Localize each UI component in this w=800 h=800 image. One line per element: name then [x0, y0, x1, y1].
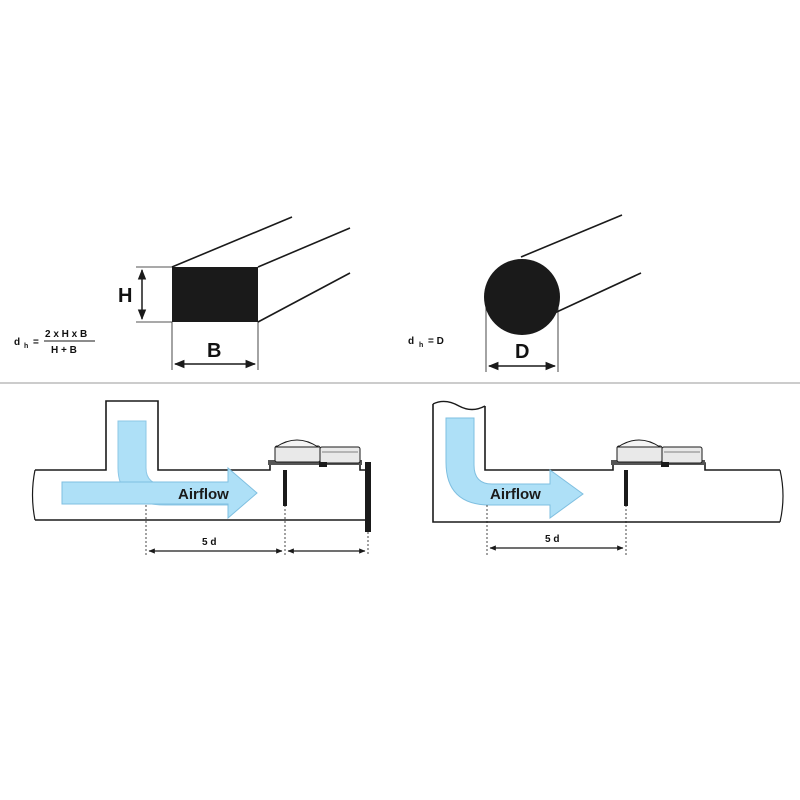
formula-subscript-h: h — [419, 342, 423, 349]
width-label: B — [207, 340, 221, 362]
rectangular-duct-section — [172, 267, 258, 322]
right-distance-label: 5 d — [545, 534, 559, 545]
right-installation: Airflow 5 d — [432, 400, 784, 555]
formula-subscript-h: h — [24, 343, 28, 350]
duct-end-flange — [365, 462, 371, 532]
round-hydraulic-diameter-formula: d h = D — [408, 336, 444, 349]
round-duct-section — [484, 259, 560, 335]
sensor-probe — [624, 470, 628, 506]
formula-equals-d: = D — [428, 336, 444, 347]
sensor-device — [611, 439, 705, 467]
formula-d: d — [14, 337, 20, 348]
sensor-device — [268, 439, 362, 467]
diameter-label: D — [515, 341, 529, 363]
formula-equals: = — [33, 337, 39, 348]
formula-d: d — [408, 336, 414, 347]
left-distance-label: 5 d — [202, 537, 216, 548]
sensor-probe — [283, 470, 287, 506]
left-airflow-arrow — [61, 466, 258, 520]
round-duct-figure: D d h = D — [408, 214, 642, 372]
formula-numerator: 2 x H x B — [45, 329, 87, 340]
right-airflow-label: Airflow — [490, 486, 541, 503]
height-label: H — [118, 285, 132, 307]
formula-denominator: H + B — [51, 345, 77, 356]
rectangular-duct-figure: H B d h = 2 x H x B H + B — [14, 216, 351, 370]
right-airflow-arrow — [445, 417, 584, 519]
rect-hydraulic-diameter-formula: d h = 2 x H x B H + B — [14, 329, 95, 356]
left-airflow-label: Airflow — [178, 486, 229, 503]
left-installation: Airflow 5 d — [31, 400, 371, 555]
